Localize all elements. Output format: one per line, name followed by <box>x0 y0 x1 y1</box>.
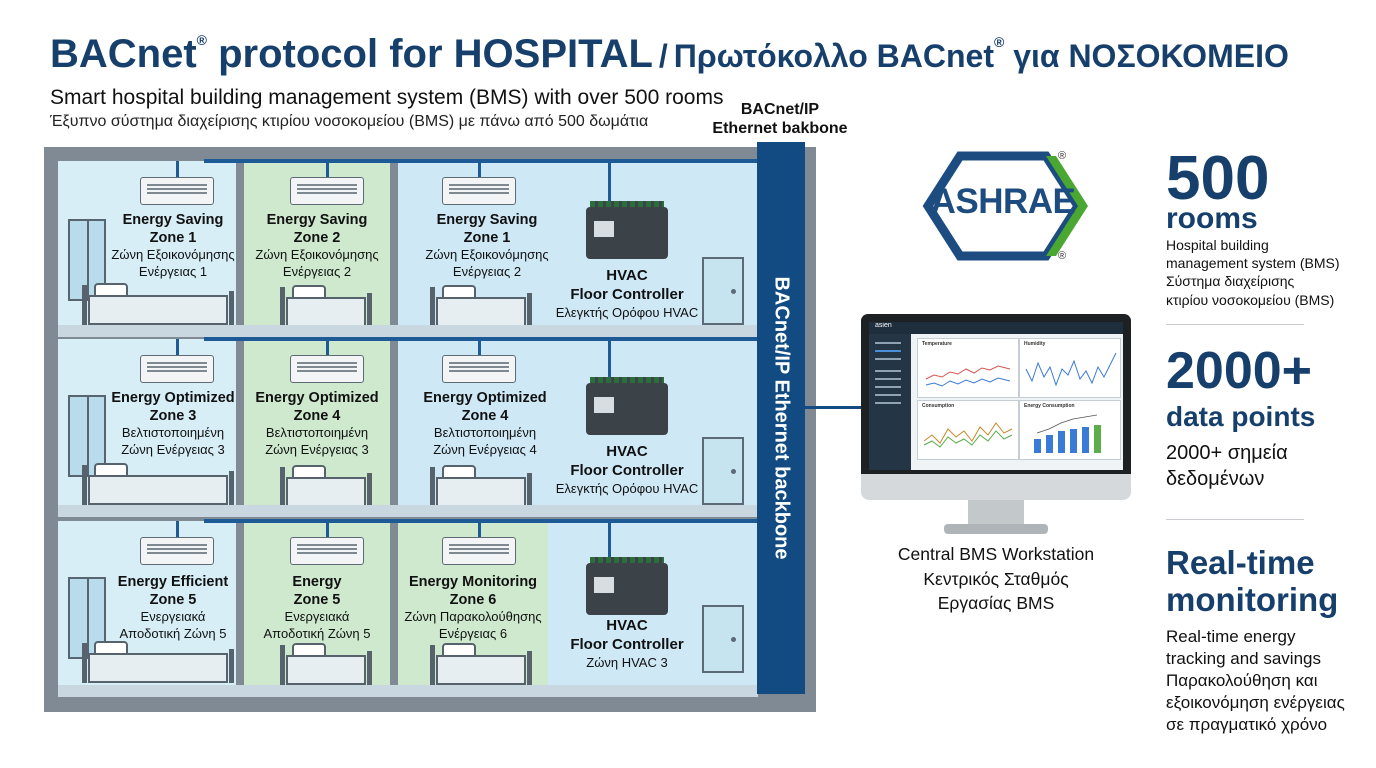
ashrae-logo-text: ASHRAE <box>930 182 1076 221</box>
backbone-vertical-label: BACnet/IP Ethernet backbone <box>770 276 793 560</box>
panel-title: Temperature <box>922 341 952 347</box>
stat-realtime-value: Real-time <box>1166 544 1315 581</box>
hospital-bed-icon <box>280 643 372 685</box>
panel-title: Consumption <box>922 403 955 409</box>
panel-title: Humidity <box>1024 341 1046 347</box>
ashrae-registered-top: ® <box>1058 150 1067 162</box>
air-conditioner-icon <box>290 355 364 383</box>
stat-realtime-unit: monitoring <box>1166 581 1339 618</box>
hvac-controller-icon <box>586 557 668 615</box>
window-icon <box>68 395 106 477</box>
monitor-base <box>944 524 1048 534</box>
door-icon <box>702 437 744 505</box>
page-title: BACnet® protocol for HOSPITAL/Πρωτόκολλο… <box>50 31 1289 76</box>
air-conditioner-icon <box>140 537 214 565</box>
air-conditioner-icon <box>442 537 516 565</box>
stat-rooms-value: 500 <box>1166 144 1270 213</box>
screen-brand: asien <box>875 322 892 329</box>
workstation-label: Central BMS Workstation Κεντρικός Σταθμό… <box>897 544 1095 613</box>
hospital-bed-icon <box>430 465 532 505</box>
air-conditioner-icon <box>290 537 364 565</box>
hospital-bed-icon <box>82 641 234 683</box>
door-icon <box>702 257 744 325</box>
monitor-chin <box>861 474 1131 500</box>
bms-dashboard-screen: asien Temperature Humidity Consumption E… <box>869 322 1123 470</box>
hospital-bed-icon <box>280 285 372 325</box>
air-conditioner-icon <box>140 177 214 205</box>
air-conditioner-icon <box>290 177 364 205</box>
air-conditioner-icon <box>442 177 516 205</box>
subtitle-en: Smart hospital building management syste… <box>50 86 724 109</box>
stat-rooms-unit: rooms <box>1166 202 1258 235</box>
hvac-controller-icon <box>586 377 668 435</box>
backbone-workstation-link <box>805 406 869 409</box>
hospital-bed-icon <box>280 465 372 505</box>
air-conditioner-icon <box>140 355 214 383</box>
bacnet-backbone <box>757 142 805 694</box>
hospital-bed-icon <box>82 283 234 325</box>
backbone-top-label: BACnet/IP Ethernet bakbone <box>712 101 848 138</box>
door-icon <box>702 605 744 673</box>
hospital-bed-icon <box>430 285 532 325</box>
window-icon <box>68 219 106 301</box>
ashrae-registered-bottom: ® <box>1058 250 1067 262</box>
subtitle-gr: Έξυπνο σύστημα διαχείρισης κτιρίου νοσοκ… <box>50 113 649 130</box>
stat-datapoints-value: 2000+ <box>1166 342 1313 400</box>
ashrae-logo-icon <box>922 151 1088 261</box>
hvac-controller-icon <box>586 201 668 259</box>
panel-title: Energy Consumption <box>1024 403 1075 409</box>
hospital-bed-icon <box>82 463 234 505</box>
monitor-stand <box>968 500 1024 526</box>
stat-datapoints-unit: data points <box>1166 401 1316 432</box>
air-conditioner-icon <box>442 355 516 383</box>
hospital-bed-icon <box>430 643 532 685</box>
